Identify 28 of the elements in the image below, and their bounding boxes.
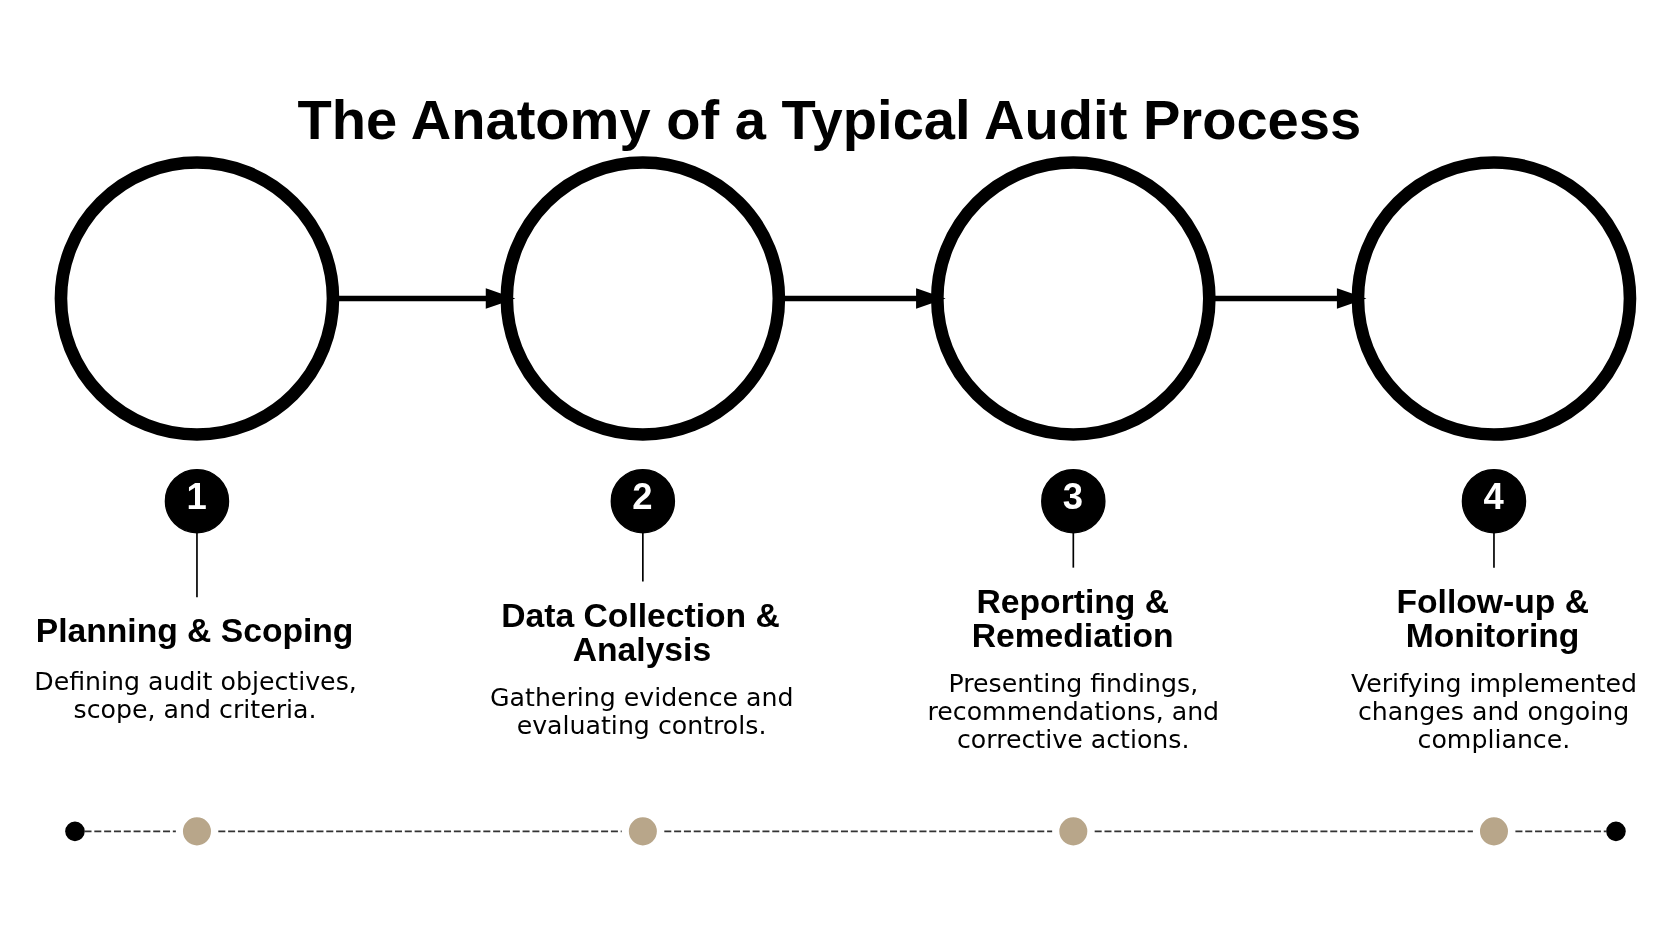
connector <box>1514 830 1608 832</box>
node-circle: 4 <box>1461 468 1527 533</box>
node-circle: 2 <box>610 468 676 533</box>
node-circle <box>931 155 1216 441</box>
connector <box>642 531 644 582</box>
connector <box>663 830 1053 832</box>
node-text: Follow-up & Monitoring Verifying implemented changes and ongoing compliance. <box>1350 582 1638 754</box>
connector <box>196 531 198 598</box>
node-circle <box>1477 814 1511 848</box>
node-text: Planning & Scoping Defining audit objectives, scope, and criteria. <box>34 611 357 724</box>
node-circle <box>1606 821 1626 841</box>
node-circle <box>65 821 85 841</box>
node-text: Reporting & Remediation Presenting findings, recommendations, and corrective actions. <box>927 582 1220 754</box>
connector <box>1093 830 1474 832</box>
connector <box>217 830 623 832</box>
node-circle: 3 <box>1041 468 1106 533</box>
connector <box>83 830 177 832</box>
node-circle <box>180 814 214 848</box>
node-circle <box>54 155 340 441</box>
node-circle <box>1351 155 1637 441</box>
diagram-title: The Anatomy of a Typical Audit Process <box>297 87 1362 151</box>
node-circle <box>626 814 660 848</box>
node-circle: 1 <box>164 468 230 533</box>
node-text: Data Collection & Analysis Gathering evidence and evaluating controls. <box>490 596 794 740</box>
node-circle <box>1056 814 1091 848</box>
connector <box>1072 531 1075 568</box>
connector <box>1493 531 1495 568</box>
node-circle <box>500 155 786 441</box>
